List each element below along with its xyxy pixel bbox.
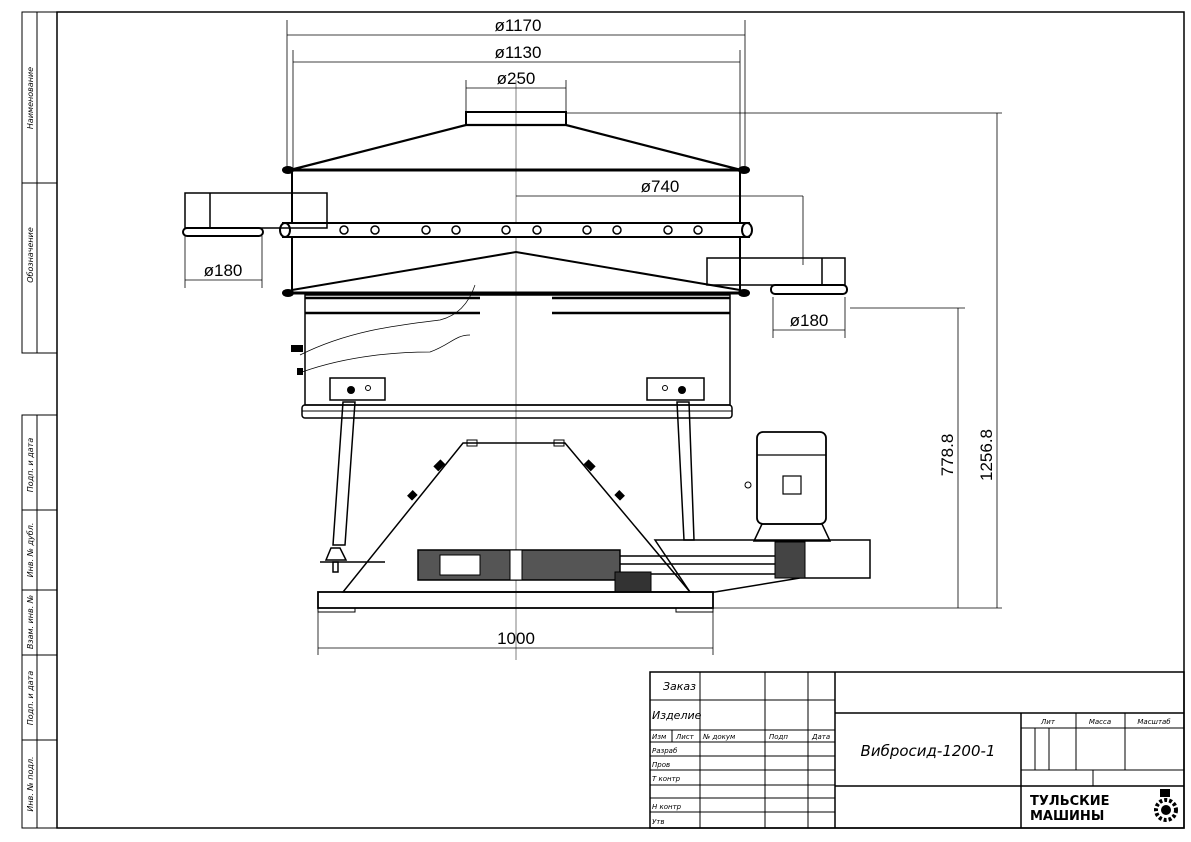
strip-label-sign-date-2: Подп. и дата: [26, 671, 35, 726]
cable-line: [301, 334, 471, 373]
title-block: [649, 671, 1185, 829]
sieve-machine: [182, 80, 871, 660]
dim-180-left: ø180: [204, 261, 243, 280]
product-label: Изделие: [652, 709, 702, 722]
motor-pulley: [774, 541, 806, 579]
clamp-bolts: [339, 225, 703, 235]
order-label: Заказ: [663, 680, 696, 693]
strip-label-orig-inv: Инв. № подл.: [26, 756, 35, 811]
role-approved: Утв: [652, 818, 664, 826]
pulley-drive: [417, 549, 790, 593]
role-norm-control: Н контр: [652, 803, 682, 811]
top-cover: [289, 123, 742, 172]
dim-1000: 1000: [497, 629, 535, 648]
role-developer: Разраб: [652, 747, 678, 755]
role-tech-control: Т контр: [652, 775, 681, 783]
right-outlet: [706, 257, 848, 295]
drawing-title: Вибросид-1200-1: [861, 742, 996, 760]
strip-label-replace-inv: Взам. инв. №: [26, 595, 35, 649]
clamp-ring: [279, 222, 753, 238]
header-doc: № докум: [702, 733, 736, 741]
vibration-sensors: [407, 459, 625, 501]
dim-778-8: 778.8: [938, 434, 957, 477]
company-logo: ТУЛЬСКИЕ МАШИНЫ: [1030, 789, 1178, 824]
motor-platform: [653, 539, 871, 593]
company-name-line1: ТУЛЬСКИЕ: [1030, 794, 1110, 809]
header-date: Дата: [811, 733, 830, 741]
header-list: Лист: [675, 733, 695, 741]
spring-bracket-right: [646, 377, 705, 401]
left-outlet: [182, 192, 328, 237]
scale-label: Масштаб: [1137, 718, 1171, 726]
dimension-lines: [184, 20, 1002, 655]
dim-180-right: ø180: [790, 311, 829, 330]
header-izm: Изм: [652, 733, 667, 741]
support-legs: [320, 401, 695, 573]
cable-line: [299, 284, 476, 356]
strip-label-designation: Обозначение: [26, 227, 35, 283]
side-strip-top: [21, 11, 58, 354]
side-strip-bottom: [21, 414, 58, 829]
strip-label-dup-inv: Инв. № дубл.: [26, 523, 35, 578]
header-sign: Подп: [769, 733, 788, 741]
motor: [744, 431, 832, 542]
strip-label-name: Наименование: [26, 67, 35, 129]
company-name-line2: МАШИНЫ: [1030, 809, 1104, 824]
gear-logo-icon: [1154, 789, 1178, 822]
strip-label-sign-date: Подп. и дата: [26, 438, 35, 493]
drawing-frame: [56, 11, 1185, 829]
dim-250: ø250: [497, 69, 536, 88]
spring-bracket-left: [329, 377, 386, 401]
screen-mesh-lines: [305, 296, 730, 315]
dim-740: ø740: [641, 177, 680, 196]
dim-1130: ø1130: [495, 43, 542, 62]
role-checker: Пров: [652, 761, 670, 769]
mass-label: Масса: [1089, 718, 1111, 726]
lower-frame: [304, 294, 731, 406]
inner-cone: [291, 250, 741, 291]
dim-1256-8: 1256.8: [977, 429, 996, 481]
dim-1170: ø1170: [495, 16, 542, 35]
lit-label: Лит: [1040, 718, 1056, 726]
base-plate: [317, 591, 714, 609]
